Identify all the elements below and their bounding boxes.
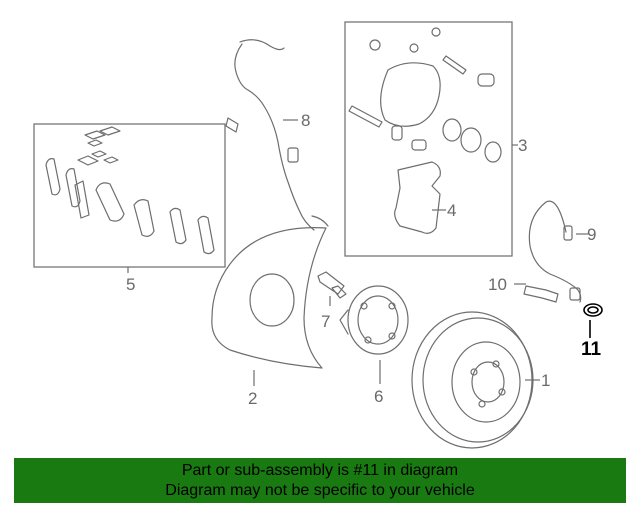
caliper-kit-box [344, 21, 513, 257]
callout-1: 1 [541, 371, 550, 390]
brake-pads-part [45, 126, 215, 255]
callout-6: 6 [374, 387, 383, 406]
callout-4: 4 [447, 201, 456, 220]
callout-9: 9 [587, 225, 596, 244]
brake-hose-part [528, 200, 582, 303]
callout-2: 2 [248, 389, 257, 408]
callout-3: 3 [518, 136, 527, 155]
callout-8: 8 [301, 111, 310, 130]
callout-10: 10 [488, 275, 507, 294]
banjo-bolt-part [523, 285, 559, 303]
callout-5: 5 [126, 275, 135, 294]
part-notice-banner: Part or sub-assembly is #11 in diagram D… [14, 458, 626, 503]
leader-lines [127, 119, 591, 386]
dust-shield-part [211, 227, 327, 369]
callout-11: 11 [581, 339, 602, 360]
pad-kit-box [33, 123, 226, 268]
banner-line-2: Diagram may not be specific to your vehi… [165, 482, 475, 499]
hub-bearing-part [339, 285, 409, 355]
caliper-part [348, 27, 502, 163]
caliper-bracket-part [394, 161, 441, 234]
wheel-stud-part [317, 271, 347, 299]
abs-sensor-part [225, 39, 329, 231]
banner-line-1: Part or sub-assembly is #11 in diagram [181, 462, 459, 479]
callout-7: 7 [321, 312, 330, 331]
brake-rotor-part [411, 311, 534, 449]
washer-part [583, 303, 603, 317]
